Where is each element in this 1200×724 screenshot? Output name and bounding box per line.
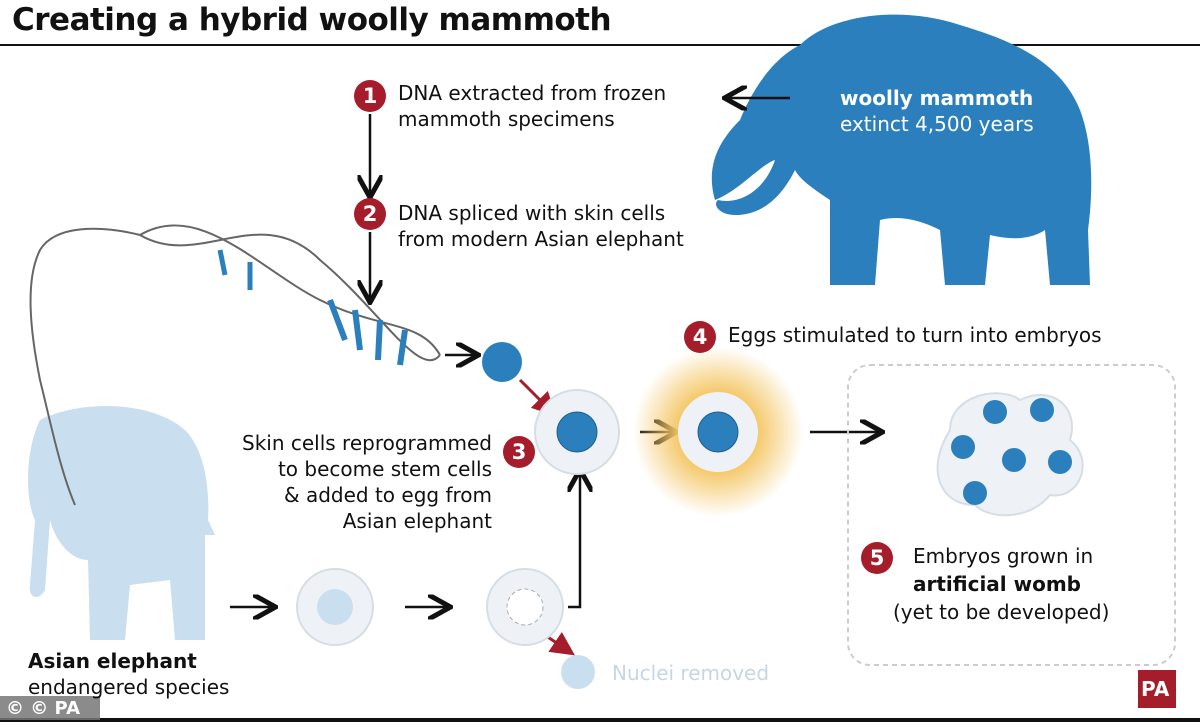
page-title: Creating a hybrid woolly mammoth [12,2,612,38]
pa-logo-text: PA [1141,677,1170,701]
step-1-line-2: mammoth specimens [398,107,615,131]
credit-text: © © PA [6,698,81,719]
arrow-enucleated-up [568,472,580,609]
elephant-egg-nucleus [317,589,353,625]
step-3-line-2: to become stem cells [277,457,492,481]
mammoth-status: extinct 4,500 years [840,112,1034,136]
dna-helix [29,224,441,506]
step-4-badge: 4 [684,321,716,353]
removed-nucleus [561,655,595,689]
mammoth-silhouette [711,14,1092,285]
step-3-line-1: Skin cells reprogrammed [242,431,492,455]
empty-nucleus-outline [506,588,544,626]
step-1-line-1: DNA extracted from frozen [398,81,667,105]
elephant-status: endangered species [28,675,230,699]
step-3-badge: 3 [503,436,535,468]
elephant-name: Asian elephant [28,649,197,673]
step-5-line-3: (yet to be developed) [893,600,1110,624]
step-2-line-2: from modern Asian elephant [398,227,684,251]
nuclei-removed-label: Nuclei removed [612,661,770,685]
step-3-line-3: & added to egg from [284,483,492,507]
skin-cell-nucleus [482,342,522,382]
artificial-womb-box [847,364,1176,666]
step-5-badge: 5 [861,542,893,574]
step-5-line-1: Embryos grown in [913,544,1094,568]
step-5-line-2: artificial womb [913,572,1081,596]
step-1-badge: 1 [354,80,386,112]
step-3-line-4: Asian elephant [342,509,492,533]
step-2-line-1: DNA spliced with skin cells [398,201,666,225]
step-2-badge: 2 [354,198,386,230]
embryo-cluster [936,392,1084,517]
credit-box [0,696,100,720]
egg-cell-nucleus [556,411,598,453]
step-4-line-1: Eggs stimulated to turn into embryos [728,323,1102,347]
mammoth-name: woolly mammoth [840,86,1034,110]
pa-logo [1138,670,1176,708]
stimulated-egg-nucleus [697,411,739,453]
elephant-silhouette [28,406,216,640]
